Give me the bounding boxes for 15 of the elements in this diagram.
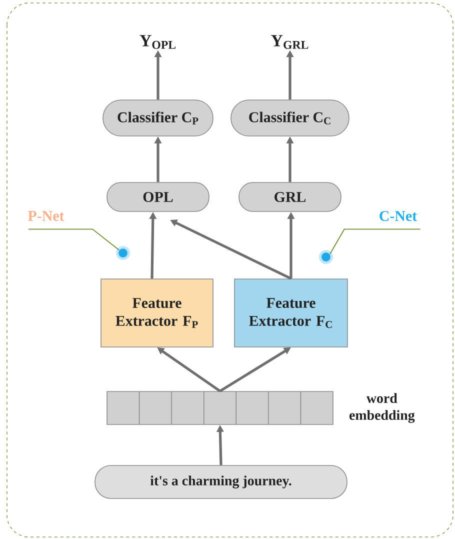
output-label: Y$_{GRL}$ [271, 35, 308, 49]
layer-box: GRL [238, 182, 342, 212]
layer-box: OPL [106, 182, 210, 212]
output-label: Y$_{OPL}$ [140, 35, 176, 49]
dot [319, 250, 333, 264]
sentence-box: it's a charming journey. [94, 465, 348, 499]
embedding-bar [106, 391, 334, 425]
network-label: P-Net [28, 211, 64, 221]
extractor-box: Feature Extractor F$_{C}$ [234, 278, 348, 348]
classifier-box: Classifier C$_{P}$ [102, 100, 214, 136]
dot [116, 246, 130, 260]
extractor-box: Feature Extractor F$_{P}$ [100, 278, 214, 348]
side-label: word embedding [349, 393, 415, 423]
classifier-box: Classifier C$_{C}$ [230, 100, 350, 136]
network-label: C-Net [380, 210, 417, 222]
